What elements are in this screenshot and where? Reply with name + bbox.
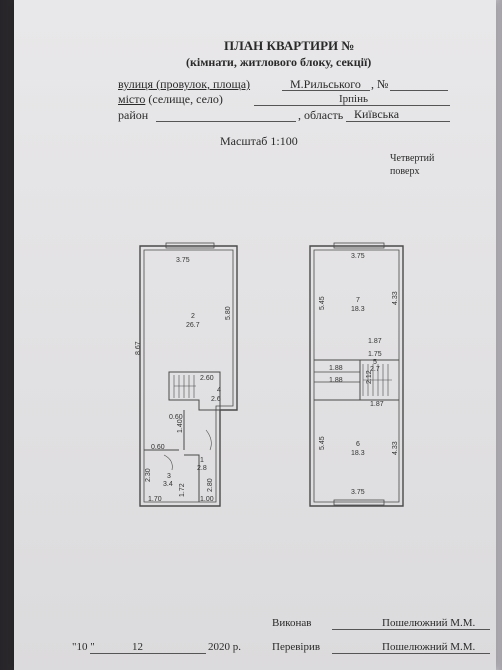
number-line: [390, 90, 448, 91]
right-top-width: 3.75: [351, 253, 365, 260]
room5-area: 2.7: [370, 366, 380, 373]
city-line: [254, 105, 450, 106]
document-subtitle: (кімнати, житлового блоку, секції): [186, 55, 372, 69]
number-label: , №: [371, 77, 389, 91]
date-month: 12: [132, 641, 143, 653]
room1-number: 1: [200, 457, 204, 464]
street-line: [282, 90, 370, 91]
region-value: Київська: [354, 107, 400, 121]
date-day: "10 ": [72, 641, 95, 653]
dim-188-a: 1.88: [329, 365, 343, 372]
dim-230: 2.30: [145, 468, 152, 482]
checked-name: Пошелюжний М.М.: [382, 641, 476, 653]
room6-number: 6: [356, 441, 360, 448]
district-label: район: [118, 108, 149, 122]
dim-188-b: 1.88: [329, 377, 343, 384]
street-label: вулиця (провулок, площа): [118, 77, 251, 91]
date-day-line: [90, 653, 124, 654]
room7-area: 18.3: [351, 306, 365, 313]
room2-area: 26.7: [186, 322, 200, 329]
dim-187-a: 1.87: [368, 338, 382, 345]
left-height-867: 8.67: [135, 341, 142, 355]
room2-number: 2: [191, 313, 195, 320]
checked-line: [332, 653, 490, 654]
dim-187-b: 1.87: [370, 401, 384, 408]
right-left-545-a: 5.45: [319, 296, 326, 310]
date-month-line: [124, 653, 206, 654]
room5-number: 5: [373, 359, 377, 366]
dim-140: 1.40: [177, 419, 184, 433]
dim-172: 1.72: [179, 483, 186, 497]
dim-100: 1.00: [200, 496, 214, 503]
room2-height: 5.80: [225, 306, 232, 320]
right-left-545-b: 5.45: [319, 436, 326, 450]
executed-line: [332, 629, 490, 630]
executed-label: Виконав: [272, 617, 312, 629]
document-title: ПЛАН КВАРТИРИ №: [224, 38, 355, 53]
room1-area: 2.8: [197, 465, 207, 472]
dim-060-b: 0.60: [151, 444, 165, 451]
right-433-b: 4.33: [392, 441, 399, 455]
left-top-width: 3.75: [176, 257, 190, 264]
room3-area: 3.4: [163, 481, 173, 488]
right-bottom-width: 3.75: [351, 489, 365, 496]
city-value: Ірпінь: [339, 93, 369, 105]
district-line: [156, 121, 296, 122]
room3-number: 3: [167, 473, 171, 480]
city-label: місто (селище, село): [118, 92, 223, 106]
room4-number: 4: [217, 387, 221, 394]
dim-280: 2.80: [207, 478, 214, 492]
floor-plan-drawing: 3.75 8.67 2 26.7 5.80 2.60 4 2.6 0.60 1.…: [135, 242, 404, 507]
right-433-a: 4.33: [392, 291, 399, 305]
checked-label: Перевірив: [272, 641, 321, 653]
executed-name: Пошелюжний М.М.: [382, 617, 476, 629]
room7-number: 7: [356, 297, 360, 304]
dim-175: 1.75: [368, 351, 382, 358]
room6-area: 18.3: [351, 450, 365, 457]
region-label: , область: [298, 108, 344, 122]
street-value: М.Рильського: [290, 77, 361, 91]
floor-note: Четвертий поверх: [390, 153, 435, 177]
stair-width: 2.60: [200, 375, 214, 382]
right-plan-outline: [309, 245, 404, 507]
dim-060-a: 0.60: [169, 414, 183, 421]
left-plan-outline: [139, 245, 238, 507]
date-year: 2020 р.: [208, 641, 241, 653]
document-sheet: ПЛАН КВАРТИРИ № (кімнати, житлового блок…: [14, 0, 496, 670]
dim-212: 2.12: [366, 370, 373, 384]
scale-label: Масштаб 1:100: [220, 134, 298, 148]
room4-area: 2.6: [211, 396, 221, 403]
dim-170: 1.70: [148, 496, 162, 503]
region-line: [346, 121, 450, 122]
